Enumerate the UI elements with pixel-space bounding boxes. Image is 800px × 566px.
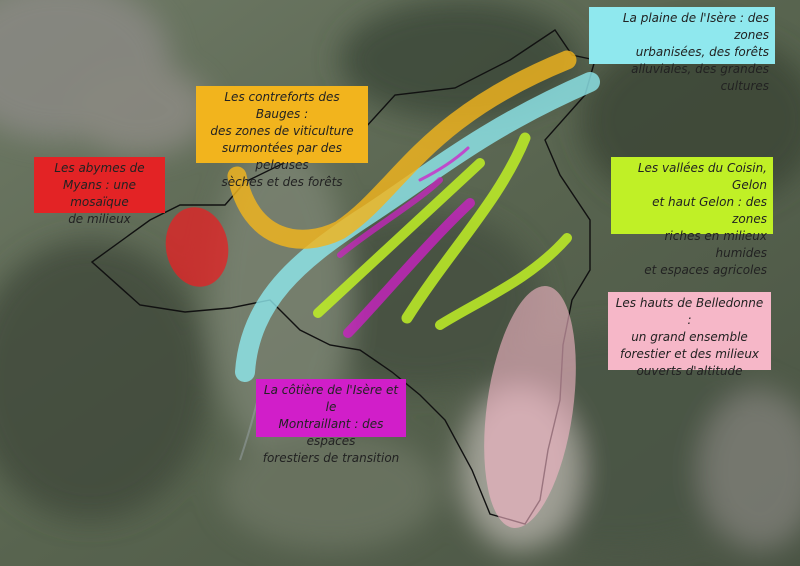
zone-bauges-band: [227, 50, 577, 249]
zone-cotiere-band-1: [343, 198, 475, 338]
label-bauges: Les contreforts des Bauges : des zones d…: [196, 86, 368, 189]
label-plaine-isere: La plaine de l'Isère : des zones urbanis…: [589, 7, 775, 93]
label-vallees-coisin: Les vallées du Coisin, Gelon et haut Gel…: [611, 157, 773, 277]
zone-coisin-band-3: [435, 233, 572, 330]
zone-coisin-band-1: [313, 158, 485, 318]
zone-coisin-band-2: [401, 132, 531, 324]
zone-belledonne-ellipse: [484, 286, 576, 528]
zone-cotiere-band-3: [418, 146, 470, 182]
zone-cotiere-band-2: [337, 177, 443, 258]
label-cotiere-isere: La côtière de l'Isère et le Montraillant…: [256, 379, 406, 465]
label-abymes: Les abymes de Myans : une mosaïque de mi…: [34, 157, 165, 226]
zone-abymes-ellipse: [165, 207, 229, 287]
label-belledonne: Les hauts de Belledonne : un grand ensem…: [608, 292, 771, 378]
